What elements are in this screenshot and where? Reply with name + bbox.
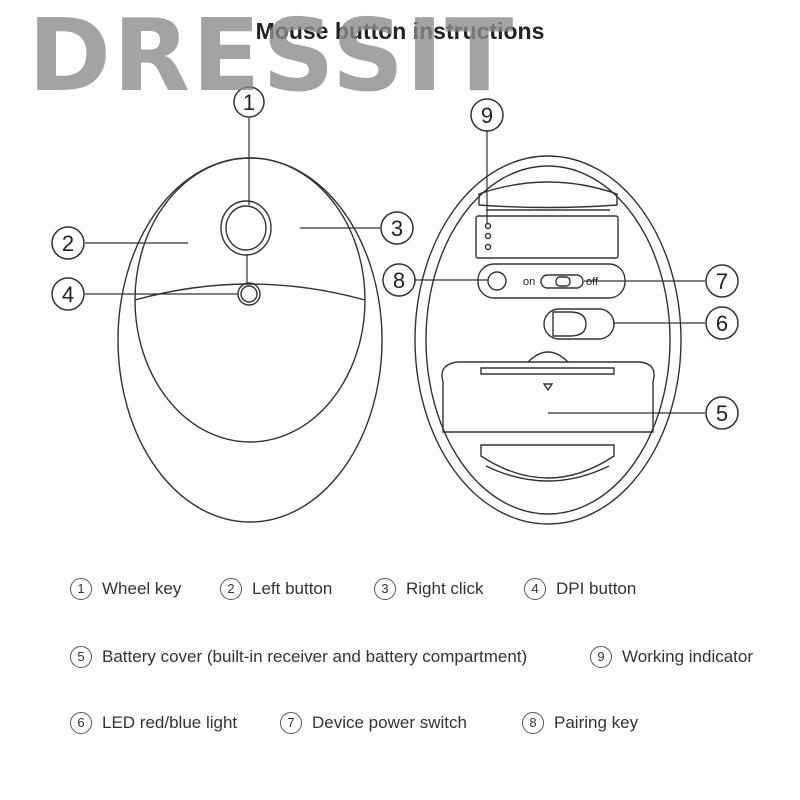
legend-item-wheel-key: 1 Wheel key [70, 578, 181, 600]
legend-number: 6 [70, 712, 92, 734]
callout-1: 1 [243, 90, 255, 115]
mouse-top-view [117, 157, 383, 523]
legend-item-right-click: 3 Right click [374, 578, 483, 600]
power-switch [540, 274, 584, 289]
leader-lines [85, 118, 705, 414]
mouse-diagram: 1 2 3 4 5 6 7 8 9 on off [51, 86, 739, 525]
pairing-key [487, 271, 507, 291]
legend-number: 3 [374, 578, 396, 600]
legend-item-dpi-button: 4 DPI button [524, 578, 636, 600]
callout-7: 7 [716, 269, 728, 294]
legend-number: 9 [590, 646, 612, 668]
diagram-title: Mouse button instructions [255, 18, 545, 44]
legend-number: 7 [280, 712, 302, 734]
switch-off-label: off [586, 276, 599, 288]
legend-label: Device power switch [312, 713, 467, 732]
legend-number: 5 [70, 646, 92, 668]
legend-label: Wheel key [102, 579, 182, 598]
callout-6: 6 [716, 311, 728, 336]
legend-item-power-switch: 7 Device power switch [280, 712, 467, 734]
callout-2: 2 [62, 231, 74, 256]
legend-item-led-light: 6 LED red/blue light [70, 712, 237, 734]
legend-label: LED red/blue light [102, 713, 238, 732]
scroll-wheel [220, 200, 272, 256]
legend-item-pairing-key: 8 Pairing key [522, 712, 638, 734]
callout-5: 5 [716, 401, 728, 426]
legend-number: 4 [524, 578, 546, 600]
legend-item-battery-cover: 5 Battery cover (built-in receiver and ba… [70, 646, 527, 668]
legend-number: 8 [522, 712, 544, 734]
legend-number: 1 [70, 578, 92, 600]
legend-label: Working indicator [622, 647, 754, 666]
callout-8: 8 [393, 268, 405, 293]
callout-4: 4 [62, 282, 74, 307]
legend-label: Right click [406, 579, 484, 598]
indicator-light [484, 222, 492, 230]
watermark-logo: DRESSIT [28, 0, 516, 114]
legend-label: Left button [252, 579, 333, 598]
callout-9: 9 [481, 103, 493, 128]
legend-item-left-button: 2 Left button [220, 578, 332, 600]
legend-label: DPI button [556, 579, 637, 598]
legend-number: 2 [220, 578, 242, 600]
callout-3: 3 [391, 216, 403, 241]
callout-circles [51, 86, 739, 430]
mouse-bottom-view [414, 155, 682, 525]
legend-label: Pairing key [554, 713, 639, 732]
led-sensor [543, 308, 615, 340]
battery-cover [441, 361, 655, 433]
legend-item-working-indicator: 9 Working indicator [590, 646, 753, 668]
switch-on-label: on [523, 276, 535, 288]
legend-label: Battery cover (built-in receiver and bat… [102, 647, 528, 666]
